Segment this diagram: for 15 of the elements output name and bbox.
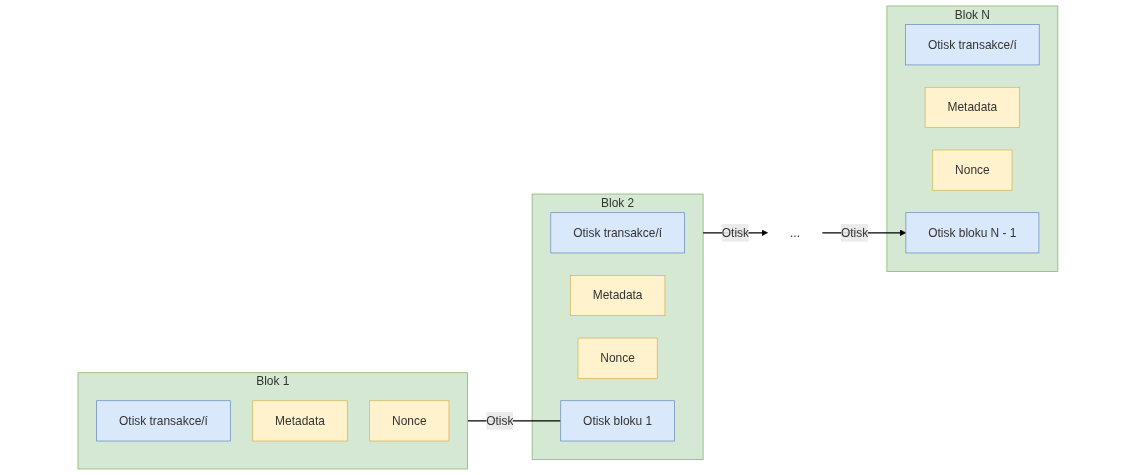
node-box: Otisk transakce/í bbox=[96, 400, 231, 442]
node-box: Metadata bbox=[252, 400, 348, 442]
node-box: Nonce bbox=[369, 400, 450, 442]
node-box: Otisk transakce/í bbox=[905, 24, 1040, 66]
edge-label: Otisk bbox=[486, 414, 514, 427]
node-box: Nonce bbox=[932, 149, 1013, 191]
edge-label: Otisk bbox=[841, 226, 869, 239]
node-text: ... bbox=[790, 226, 801, 239]
edge-label: Otisk bbox=[721, 226, 750, 239]
node-box: Otisk bloku 1 bbox=[560, 400, 675, 442]
node-box: Nonce bbox=[577, 337, 658, 379]
node-box: Otisk transakce/í bbox=[550, 212, 685, 254]
node-box: Metadata bbox=[924, 86, 1021, 128]
node-box: Metadata bbox=[570, 275, 666, 317]
node-box: Otisk bloku N - 1 bbox=[905, 212, 1040, 254]
